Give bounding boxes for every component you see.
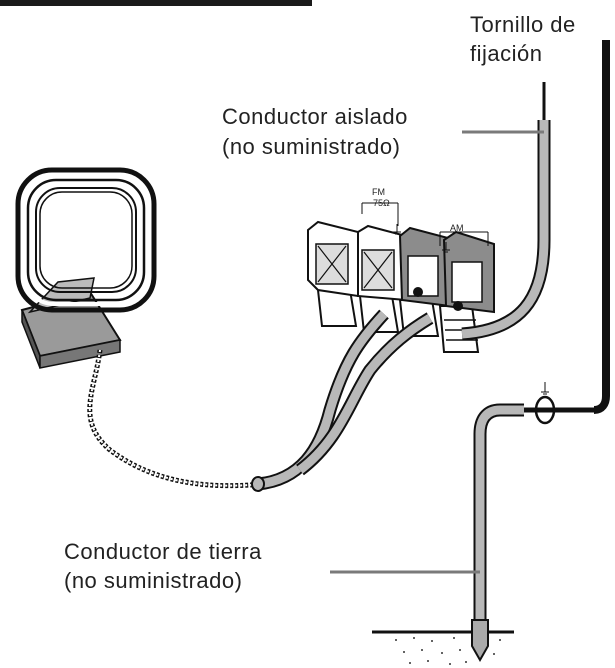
antenna-cable (251, 309, 434, 492)
top-partial-text (0, 0, 312, 6)
am-label-text: AM (450, 223, 464, 233)
am-terminal-label: AM (439, 223, 489, 246)
fm-label-text: FM (372, 187, 385, 197)
screw-label-line2: fijación (470, 41, 542, 66)
fm-ohms-text: 75Ω (373, 198, 390, 208)
ground-symbol-icon (393, 224, 450, 253)
fm-terminal-label: FM 75Ω (361, 187, 399, 226)
ground-label-line2: (no suministrado) (64, 568, 242, 593)
loop-antenna-icon (15, 167, 157, 369)
insulated-label-line2: (no suministrado) (222, 134, 400, 159)
ground-stake-icon (372, 619, 514, 665)
insulated-conductor (461, 82, 551, 341)
twisted-lead-wire (87, 349, 263, 489)
screw-label-line1: Tornillo de (470, 12, 576, 37)
grounding-pole (593, 40, 610, 414)
ground-label-line1: Conductor de tierra (64, 539, 262, 564)
ground-conductor (473, 382, 600, 620)
antenna-terminal-block (307, 220, 495, 353)
insulated-label-line1: Conductor aislado (222, 104, 408, 129)
